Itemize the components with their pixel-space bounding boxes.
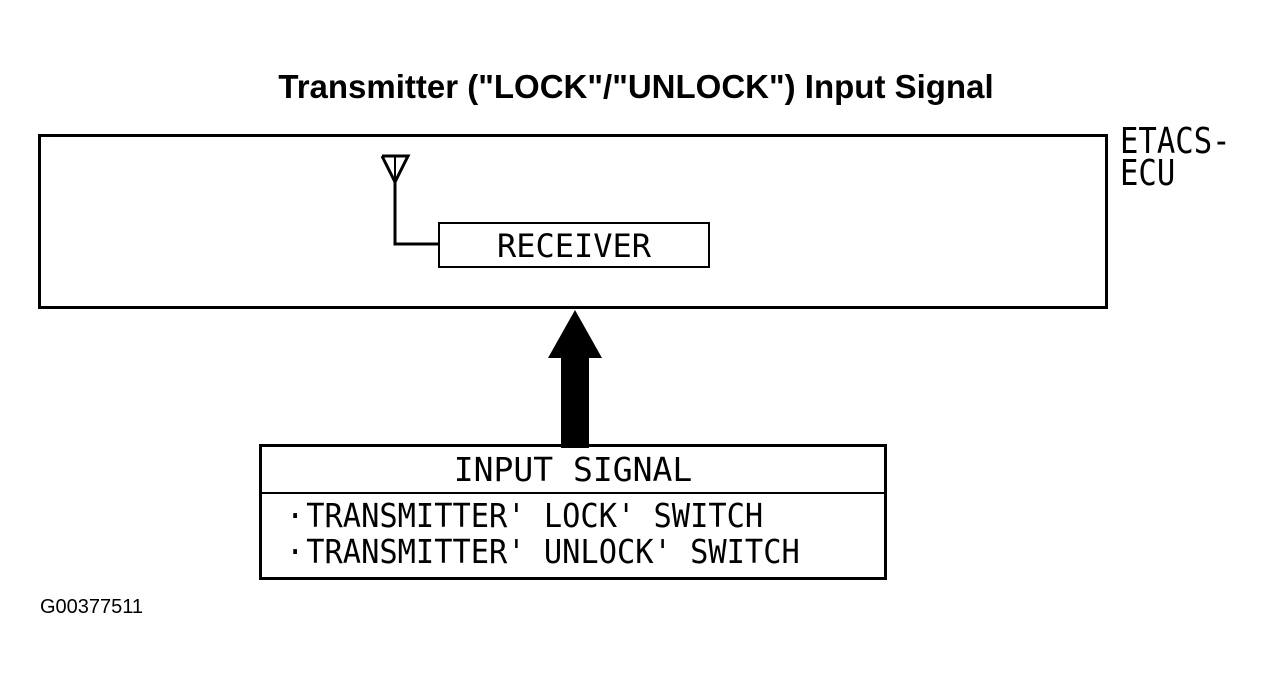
ecu-label-line2: ECU <box>1120 153 1176 194</box>
input-signal-list: ·TRANSMITTER' LOCK' SWITCH ·TRANSMITTER'… <box>262 494 884 570</box>
bullet: · <box>286 496 305 535</box>
antenna-icon <box>380 154 440 246</box>
ecu-label-line1: ETACS- <box>1120 121 1231 162</box>
input-signal-item-text: TRANSMITTER' UNLOCK' SWITCH <box>306 532 800 571</box>
input-signal-item: ·TRANSMITTER' LOCK' SWITCH <box>286 498 836 534</box>
receiver-box: RECEIVER <box>438 222 710 268</box>
input-signal-item-text: TRANSMITTER' LOCK' SWITCH <box>306 496 764 535</box>
etacs-ecu-box <box>38 134 1108 309</box>
input-signal-box: INPUT SIGNAL ·TRANSMITTER' LOCK' SWITCH … <box>259 444 887 580</box>
input-signal-header: INPUT SIGNAL <box>262 447 884 494</box>
bullet: · <box>286 532 305 571</box>
input-signal-item: ·TRANSMITTER' UNLOCK' SWITCH <box>286 534 836 570</box>
diagram-title: Transmitter ("LOCK"/"UNLOCK") Input Sign… <box>278 68 994 105</box>
figure-code: G00377511 <box>40 596 144 618</box>
etacs-ecu-label: ETACS- ECU <box>1120 121 1231 194</box>
signal-arrow-up-icon <box>548 310 602 448</box>
